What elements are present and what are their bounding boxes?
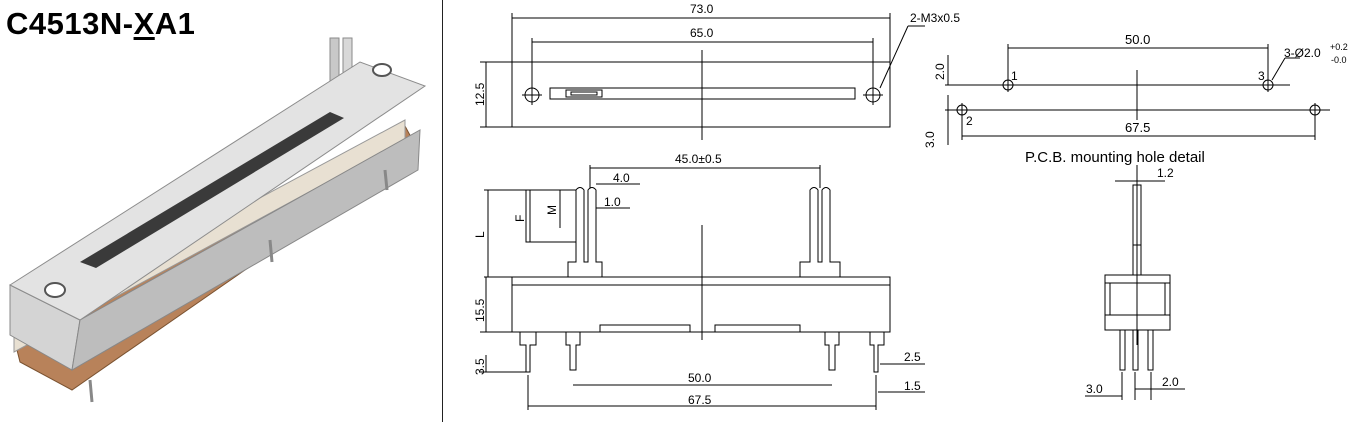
dim-lever-width: 4.0 xyxy=(613,171,630,185)
dim-body-height: 15.5 xyxy=(473,298,487,322)
pcb-dim-offset-top: 2.0 xyxy=(933,63,947,80)
dim-l: L xyxy=(473,231,487,238)
product-title: C4513N-XA1 xyxy=(6,6,195,42)
dim-lever-thickness: 1.0 xyxy=(604,195,621,209)
pcb-dim-outer-span: 67.5 xyxy=(1125,120,1150,135)
pcb-caption: P.C.B. mounting hole detail xyxy=(1025,149,1205,166)
panel-divider xyxy=(442,0,443,422)
pcb-pin-3-label: 3 xyxy=(1258,69,1265,83)
front-body xyxy=(511,276,891,333)
photo-hole-left xyxy=(44,282,66,298)
dim-overall-length: 73.0 xyxy=(690,2,714,16)
pcb-hole-tol-plus: +0.2 xyxy=(1330,42,1348,52)
dim-pin-width: 1.5 xyxy=(904,379,921,393)
pcb-pin-2-label: 2 xyxy=(966,114,973,128)
pcb-hole-tol-minus: -0.0 xyxy=(1331,55,1347,65)
side-view: 1.2 3.0 2.0 xyxy=(1085,165,1185,400)
mount-hole-spec: 2-M3x0.5 xyxy=(910,11,960,25)
pcb-dim-pin-pitch: 50.0 xyxy=(1125,32,1150,47)
product-photo xyxy=(8,37,427,403)
title-suffix: A1 xyxy=(154,6,196,41)
dim-m: M xyxy=(545,205,559,215)
photo-slot xyxy=(80,112,344,268)
side-dim-lever-width: 1.2 xyxy=(1157,166,1174,180)
pcb-hole-spec: 3-Ø2.0 xyxy=(1284,46,1321,60)
pcb-hole-detail: 50.0 67.5 2.0 3.0 3-Ø2.0 +0.2 -0.0 1 3 2… xyxy=(923,32,1348,166)
front-view: 45.0±0.5 4.0 1.0 F M L 15.5 3.5 50.0 67.… xyxy=(473,152,925,410)
dim-travel: 45.0±0.5 xyxy=(675,152,722,166)
dim-hole-spacing: 65.0 xyxy=(690,26,714,40)
dim-pin-length: 3.5 xyxy=(473,358,487,375)
dim-pin-spacing: 50.0 xyxy=(688,371,712,385)
side-dim-offset-b: 2.0 xyxy=(1162,375,1179,389)
title-prefix: C4513N- xyxy=(6,6,134,41)
top-view: 73.0 65.0 12.5 2-M3x0.5 xyxy=(473,2,960,140)
side-dim-offset-a: 3.0 xyxy=(1086,382,1103,396)
pcb-dim-offset-bottom: 3.0 xyxy=(923,131,937,148)
dim-leg-spacing: 67.5 xyxy=(688,393,712,407)
dim-f: F xyxy=(513,215,527,222)
dim-leg-width: 2.5 xyxy=(904,350,921,364)
title-underlined-letter: X xyxy=(133,6,155,41)
dim-width: 12.5 xyxy=(473,82,487,106)
pcb-pin-1-label: 1 xyxy=(1011,69,1018,83)
photo-hole-right xyxy=(372,63,392,77)
